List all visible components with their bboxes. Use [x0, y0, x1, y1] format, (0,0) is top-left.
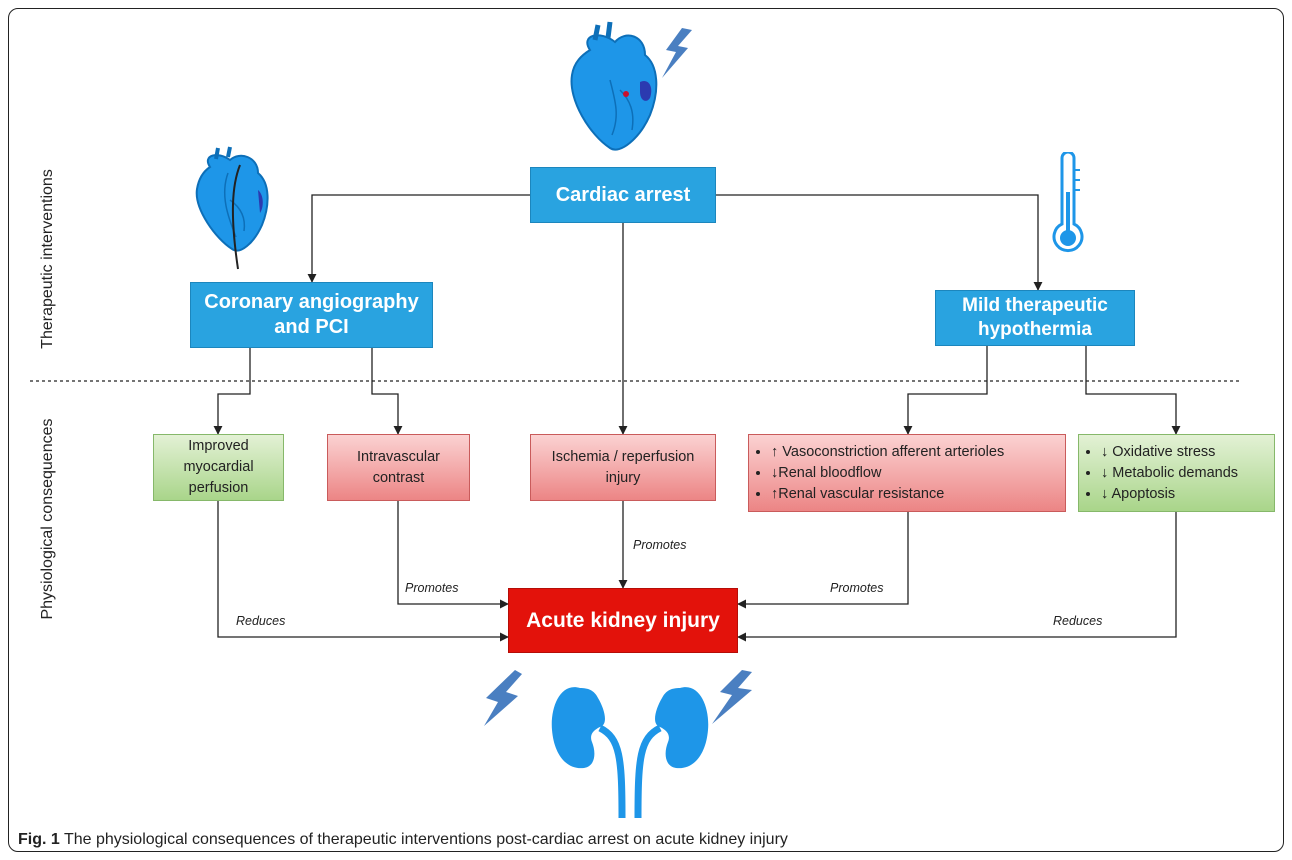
arrow-coronary-to-contrast [371, 348, 403, 435]
bullet-apoptosis: ↓ Apoptosis [1101, 484, 1238, 505]
ischemia-reperfusion-box: Ischemia / reperfusion injury [530, 434, 716, 501]
intravascular-contrast-box: Intravascular contrast [327, 434, 470, 501]
edge-label-protective: Reduces [1053, 614, 1103, 628]
arrow-perfusion-to-aki [217, 501, 509, 642]
kidneys-icon [484, 670, 752, 818]
arrow-hypothermia-to-protective [1085, 346, 1181, 435]
arrow-hypothermia-to-vasoconstriction [903, 346, 988, 435]
arrow-arrest-to-hypothermia [716, 194, 1043, 291]
edge-label-vasoconstriction: Promotes [830, 581, 884, 595]
protective-effects-box: ↓ Oxidative stress ↓ Metabolic demands ↓… [1078, 434, 1275, 512]
edge-label-contrast: Promotes [405, 581, 459, 595]
lightning-left-icon [484, 670, 522, 726]
figure-label: Fig. 1 [18, 831, 60, 848]
bullet-renal-bloodflow: ↓Renal bloodflow [771, 463, 1004, 484]
bullet-metabolic-demands: ↓ Metabolic demands [1101, 463, 1238, 484]
coronary-angiography-box: Coronary angiography and PCI [190, 282, 433, 348]
arrow-protective-to-aki [737, 512, 1177, 642]
section-label-interventions: Therapeutic interventions [39, 169, 56, 349]
edge-label-ischemia: Promotes [633, 538, 687, 552]
hypothermia-box: Mild therapeutic hypothermia [935, 290, 1135, 346]
arrow-contrast-to-aki [397, 501, 509, 609]
arrow-arrest-to-coronary [307, 194, 530, 283]
vasoconstriction-box: ↑ Vasoconstriction afferent arterioles ↓… [748, 434, 1066, 512]
figure-frame [8, 8, 1284, 852]
heart-icon [570, 21, 692, 151]
bullet-vasoconstriction: ↑ Vasoconstriction afferent arterioles [771, 442, 1004, 463]
bullet-renal-resistance: ↑Renal vascular resistance [771, 484, 1004, 505]
figure-caption: Fig. 1 The physiological consequences of… [18, 831, 788, 849]
arrow-coronary-to-perfusion [213, 348, 251, 435]
arrow-vasoconstriction-to-aki [737, 512, 909, 609]
improved-perfusion-box: Improved myocardial perfusion [153, 434, 284, 501]
bullet-oxidative-stress: ↓ Oxidative stress [1101, 442, 1238, 463]
cardiac-arrest-box: Cardiac arrest [530, 167, 716, 223]
figure-caption-text: The physiological consequences of therap… [59, 831, 788, 848]
edge-label-perfusion: Reduces [236, 614, 286, 628]
protective-list: ↓ Oxidative stress ↓ Metabolic demands ↓… [1079, 442, 1238, 505]
acute-kidney-injury-box: Acute kidney injury [508, 588, 738, 653]
thermometer-icon [1052, 152, 1084, 253]
section-label-consequences: Physiological consequences [39, 418, 56, 620]
coronary-heart-icon [195, 146, 269, 270]
lightning-right-icon [712, 670, 752, 724]
vasoconstriction-list: ↑ Vasoconstriction afferent arterioles ↓… [749, 442, 1004, 505]
